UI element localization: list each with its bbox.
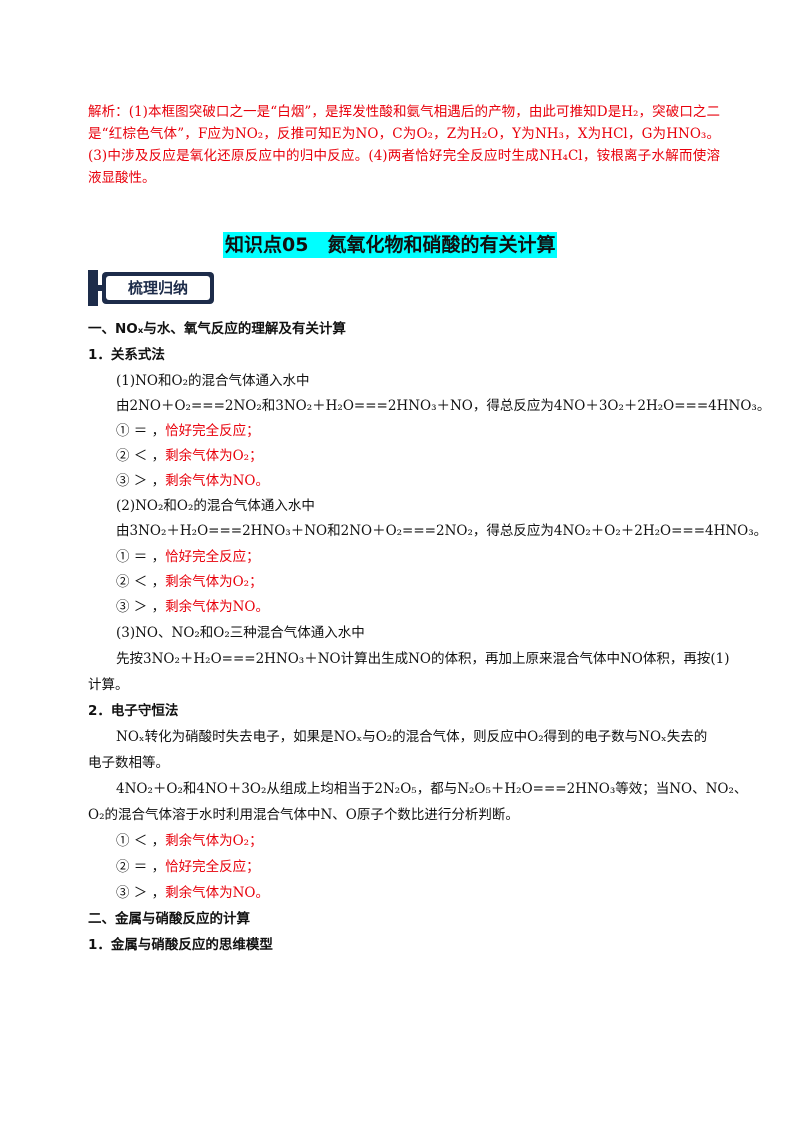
condition-label: ② ＝ ，	[116, 859, 166, 875]
condition-line: ② ＝ ，恰好完全反应；	[116, 859, 260, 875]
condition-result: 剩余气体为O₂；	[165, 833, 263, 849]
banner-left-bar	[88, 270, 98, 306]
heading-relation-method: 1．关系式法	[88, 347, 165, 363]
banner-label: 梳理归纳	[106, 276, 210, 300]
text-line: NOₓ转化为硝酸时失去电子，如果是NOₓ与O₂的混合气体，则反应中O₂得到的电子…	[116, 729, 708, 745]
section-title: 知识点05 氮氧化物和硝酸的有关计算	[223, 232, 558, 258]
analysis-paragraph: 解析：(1)本框图突破口之一是“白烟”，是挥发性酸和氨气相遇后的产物，由此可推知…	[88, 104, 720, 186]
condition-result: 恰好完全反应；	[165, 423, 260, 439]
heading-electron-method: 2．电子守恒法	[88, 703, 179, 719]
banner-frame: 梳理归纳	[102, 272, 214, 304]
condition-result: 恰好完全反应；	[165, 859, 260, 875]
condition-result: 剩余气体为O₂；	[165, 448, 263, 464]
condition-label: ② ＜ ，	[116, 574, 166, 590]
condition-result: 恰好完全反应；	[165, 549, 260, 565]
text-line: (1)NO和O₂的混合气体通入水中	[116, 373, 310, 389]
text-line: 由3NO₂＋H₂O===2HNO₃＋NO和2NO＋O₂===2NO₂，得总反应为…	[116, 523, 768, 539]
condition-line: ② ＜ ，剩余气体为O₂；	[116, 448, 263, 464]
condition-label: ① ＝ ，	[116, 423, 166, 439]
heading-1: 一、NOₓ与水、氧气反应的理解及有关计算	[88, 321, 346, 337]
condition-label: ③ ＞ ，	[116, 473, 166, 489]
condition-result: 剩余气体为NO。	[165, 885, 269, 901]
condition-line: ① ＜ ，剩余气体为O₂；	[116, 833, 263, 849]
condition-line: ③ ＞ ，剩余气体为NO。	[116, 599, 269, 615]
heading-metal-model: 1．金属与硝酸反应的思维模型	[88, 937, 273, 953]
condition-label: ③ ＞ ，	[116, 885, 166, 901]
condition-label: ③ ＞ ，	[116, 599, 166, 615]
condition-result: 剩余气体为NO。	[165, 599, 269, 615]
text-line: (2)NO₂和O₂的混合气体通入水中	[116, 498, 315, 514]
text-line: O₂的混合气体溶于水时利用混合气体中N、O原子个数比进行分析判断。	[88, 807, 519, 823]
text-line: 先按3NO₂＋H₂O===2HNO₃＋NO计算出生成NO的体积，再加上原来混合气…	[116, 651, 730, 667]
summary-banner: 梳理归纳	[88, 270, 216, 306]
text-line: 计算。	[88, 677, 129, 693]
condition-line: ① ＝ ，恰好完全反应；	[116, 549, 260, 565]
condition-line: ② ＜ ，剩余气体为O₂；	[116, 574, 263, 590]
text-line: 4NO₂＋O₂和4NO＋3O₂从组成上均相当于2N₂O₅，都与N₂O₅＋H₂O=…	[116, 781, 748, 797]
text-line: 由2NO＋O₂===2NO₂和3NO₂＋H₂O===2HNO₃＋NO，得总反应为…	[116, 398, 771, 414]
condition-label: ① ＝ ，	[116, 549, 166, 565]
text-line: (3)NO、NO₂和O₂三种混合气体通入水中	[116, 625, 365, 641]
heading-2: 二、金属与硝酸反应的计算	[88, 911, 250, 927]
condition-line: ③ ＞ ，剩余气体为NO。	[116, 473, 269, 489]
banner-connector	[96, 285, 104, 291]
condition-result: 剩余气体为NO。	[165, 473, 269, 489]
condition-result: 剩余气体为O₂；	[165, 574, 263, 590]
condition-line: ① ＝ ，恰好完全反应；	[116, 423, 260, 439]
text-line: 电子数相等。	[88, 755, 169, 771]
condition-line: ③ ＞ ，剩余气体为NO。	[116, 885, 269, 901]
condition-label: ② ＜ ，	[116, 448, 166, 464]
condition-label: ① ＜ ，	[116, 833, 166, 849]
